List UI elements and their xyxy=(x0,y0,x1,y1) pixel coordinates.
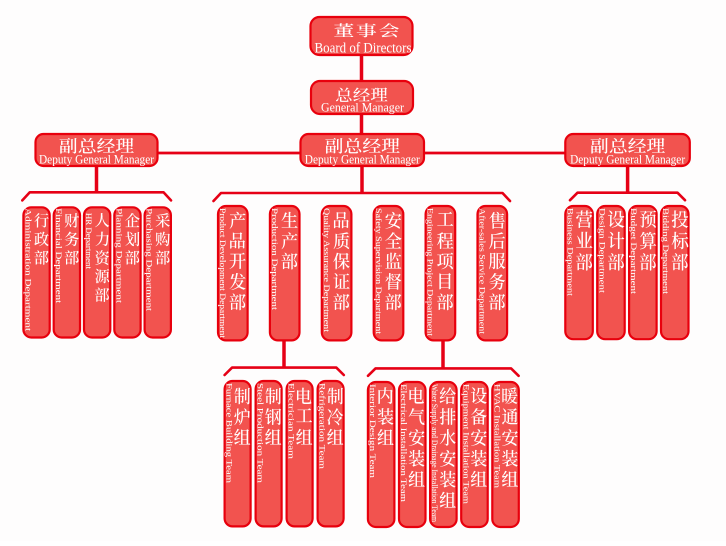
svg-text:Bidding Department: Bidding Department xyxy=(661,208,670,295)
svg-text:Engineering Project Department: Engineering Project Department xyxy=(426,208,435,337)
svg-text:Budget Department: Budget Department xyxy=(629,208,638,295)
svg-text:Financial Department: Financial Department xyxy=(54,208,63,304)
svg-text:Refrigeration Team: Refrigeration Team xyxy=(318,383,327,470)
svg-text:Planning Department: Planning Department xyxy=(114,208,123,304)
svg-text:Product Development Department: Product Development Department xyxy=(218,208,227,339)
svg-text:Interior Design Team: Interior Design Team xyxy=(368,384,377,479)
svg-text:Furnace Building Team: Furnace Building Team xyxy=(225,383,234,484)
svg-text:Quality Assurance Department: Quality Assurance Department xyxy=(322,208,331,333)
svg-text:General Manager: General Manager xyxy=(321,100,405,115)
svg-text:Business Department: Business Department xyxy=(565,208,574,297)
svg-text:Water Supply and Drainage Inst: Water Supply and Drainage Installation T… xyxy=(430,384,439,523)
svg-text:HVAC Installation Team: HVAC Installation Team xyxy=(492,384,501,489)
svg-text:After-sales Service Department: After-sales Service Department xyxy=(478,208,487,335)
svg-text:Deputy General Manager: Deputy General Manager xyxy=(570,152,686,167)
svg-text:Design Department: Design Department xyxy=(597,208,606,294)
svg-text:Equipment Installation Team: Equipment Installation Team xyxy=(461,384,470,505)
svg-text:Purchasing Department: Purchasing Department xyxy=(145,208,154,312)
svg-text:Electrical Installation Team: Electrical Installation Team xyxy=(399,384,408,503)
svg-text:Electrician Team: Electrician Team xyxy=(287,383,296,460)
svg-text:HR Department: HR Department xyxy=(84,213,93,270)
svg-text:Deputy General Manager: Deputy General Manager xyxy=(39,152,155,167)
svg-text:Steel Production Team: Steel Production Team xyxy=(256,383,265,484)
svg-text:Production Department: Production Department xyxy=(270,208,279,311)
svg-text:Administration Department: Administration Department xyxy=(24,208,33,332)
svg-text:Safety Supervision Department: Safety Supervision Department xyxy=(374,208,383,335)
svg-text:Board of Directors: Board of Directors xyxy=(315,41,412,57)
svg-text:Deputy General Manager: Deputy General Manager xyxy=(305,152,421,167)
